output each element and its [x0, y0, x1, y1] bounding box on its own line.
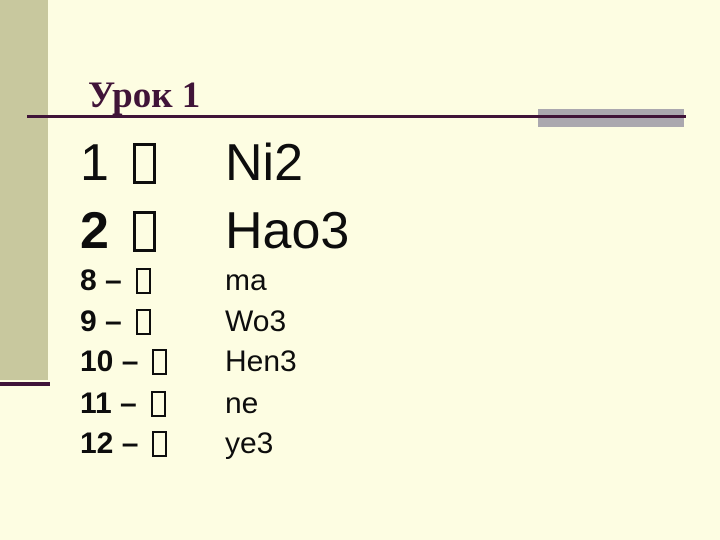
missing-glyph-box-icon	[135, 309, 151, 335]
item-number: 10 –	[80, 345, 139, 378]
item-number: 11 –	[80, 387, 137, 420]
item-pinyin: ne	[225, 387, 259, 420]
sidebar-underline	[0, 382, 50, 386]
list-item: 9 – Wo3	[80, 305, 286, 338]
item-number: 12 –	[80, 427, 139, 460]
missing-glyph-box-icon	[135, 268, 151, 294]
item-pinyin: Wo3	[225, 305, 287, 338]
title-accent-bar	[538, 109, 684, 127]
list-item: 12 – ye3	[80, 427, 273, 460]
item-number: 9 –	[80, 305, 122, 338]
list-item: 10 – Hen3	[80, 345, 297, 378]
item-pinyin: ma	[225, 264, 267, 297]
item-pinyin: Hao3	[225, 202, 350, 260]
list-item: 2 Hao3	[80, 202, 349, 260]
item-number: 8 –	[80, 264, 122, 297]
missing-glyph-box-icon	[133, 143, 156, 184]
item-pinyin: Hen3	[225, 345, 297, 378]
sidebar-accent	[0, 0, 48, 380]
title-rule	[27, 115, 686, 118]
slide-title: Урок 1	[88, 75, 201, 116]
missing-glyph-box-icon	[150, 391, 166, 417]
missing-glyph-box-icon	[152, 431, 168, 457]
item-number: 2	[80, 202, 109, 260]
item-pinyin: ye3	[225, 427, 274, 460]
item-pinyin: Ni2	[225, 134, 304, 192]
list-item: 1 Ni2	[80, 134, 303, 192]
missing-glyph-box-icon	[133, 211, 156, 252]
list-item: 11 – ne	[80, 387, 258, 420]
list-item: 8 – ma	[80, 264, 267, 297]
missing-glyph-box-icon	[152, 349, 168, 375]
item-number: 1	[80, 134, 109, 192]
